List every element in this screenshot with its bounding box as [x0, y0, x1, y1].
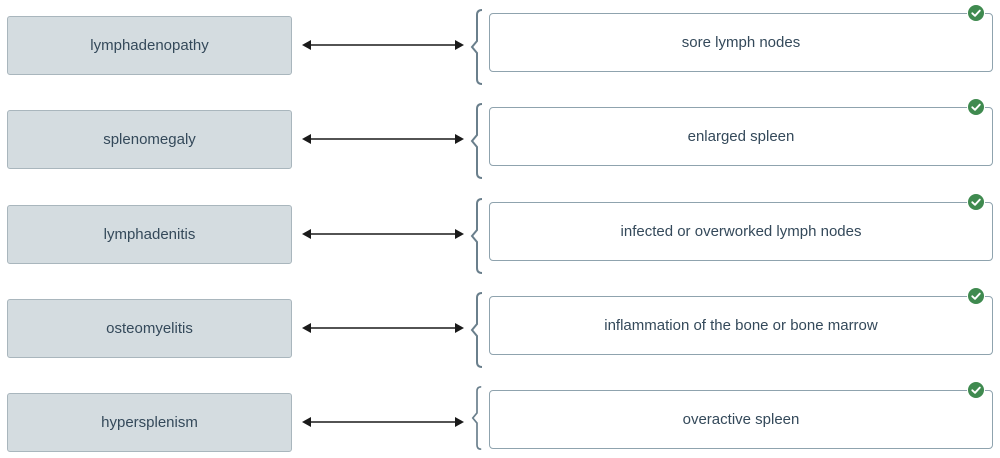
term-label: splenomegaly: [103, 131, 196, 148]
bracket-icon: [470, 103, 483, 179]
definition-slot-5[interactable]: overactive spleen: [489, 390, 993, 449]
definition-label: sore lymph nodes: [681, 34, 801, 51]
definition-label: infected or overworked lymph nodes: [620, 223, 862, 240]
bracket-icon: [471, 386, 482, 450]
check-circle-icon: [967, 4, 985, 22]
definition-slot-2[interactable]: enlarged spleen: [489, 107, 993, 166]
term-label: hypersplenism: [101, 414, 198, 431]
term-label: lymphadenopathy: [90, 37, 209, 54]
definition-label: overactive spleen: [682, 411, 800, 428]
term-tile-lymphadenitis[interactable]: lymphadenitis: [7, 205, 292, 264]
check-circle-icon: [967, 287, 985, 305]
check-circle-icon: [967, 381, 985, 399]
match-row-3: lymphadenitis infected or overworked lym…: [0, 193, 1000, 274]
definition-slot-1[interactable]: sore lymph nodes: [489, 13, 993, 72]
definition-label: inflammation of the bone or bone marrow: [604, 317, 878, 334]
check-circle-icon: [967, 193, 985, 211]
definition-slot-4[interactable]: inflammation of the bone or bone marrow: [489, 296, 993, 355]
term-tile-osteomyelitis[interactable]: osteomyelitis: [7, 299, 292, 358]
definition-slot-3[interactable]: infected or overworked lymph nodes: [489, 202, 993, 261]
term-tile-hypersplenism[interactable]: hypersplenism: [7, 393, 292, 452]
bracket-icon: [470, 292, 483, 368]
double-arrow-icon: [302, 134, 464, 144]
match-row-2: splenomegaly enlarged spleen: [0, 98, 1000, 179]
double-arrow-icon: [302, 417, 464, 427]
double-arrow-icon: [302, 40, 464, 50]
bracket-icon: [470, 9, 483, 85]
term-label: osteomyelitis: [106, 320, 193, 337]
term-label: lymphadenitis: [103, 226, 196, 243]
double-arrow-icon: [302, 229, 464, 239]
double-arrow-icon: [302, 323, 464, 333]
check-circle-icon: [967, 98, 985, 116]
match-row-5: hypersplenism overactive spleen: [0, 381, 1000, 455]
bracket-icon: [470, 198, 483, 274]
term-tile-lymphadenopathy[interactable]: lymphadenopathy: [7, 16, 292, 75]
match-row-4: osteomyelitis inflammation of the bone o…: [0, 287, 1000, 368]
term-tile-splenomegaly[interactable]: splenomegaly: [7, 110, 292, 169]
definition-label: enlarged spleen: [687, 128, 795, 145]
match-row-1: lymphadenopathy sore lymph nodes: [0, 4, 1000, 85]
